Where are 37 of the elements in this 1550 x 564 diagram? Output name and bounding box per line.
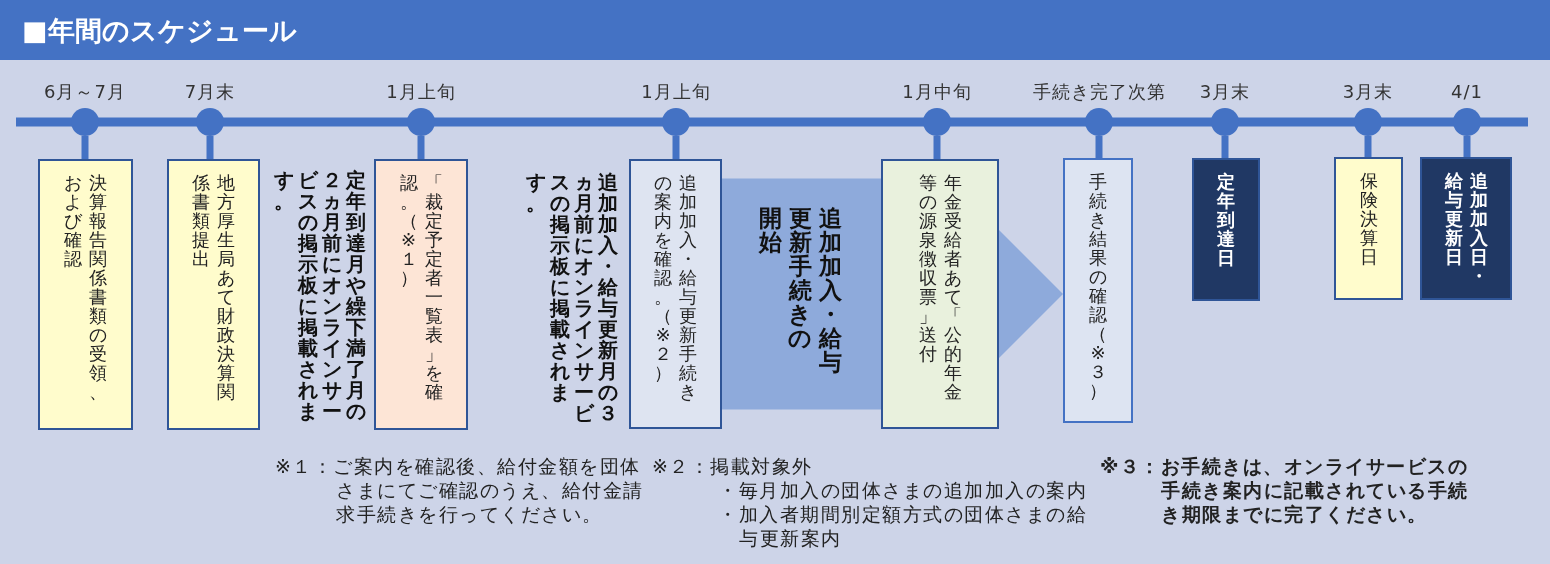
event-card: 決算報告関係書類の受領、および確認	[38, 159, 133, 430]
event-card: 追加加入日・給与更新日	[1420, 157, 1512, 300]
date-label: 手続き完了次第	[1032, 80, 1166, 104]
event-card: 追加加入・給与更新手続きの案内を確認。（※２）	[629, 159, 722, 429]
date-label: 7月末	[184, 80, 236, 104]
date-label: 1月上旬	[641, 80, 711, 104]
edge-label: 追加加入・給与更新手続きの開始	[758, 206, 842, 376]
title-banner: ■年間のスケジュール	[0, 0, 1550, 60]
date-label: 4/1	[1451, 80, 1483, 104]
note-text: 追加加入・給与更新月の３ヵ月前にオンラインサービスの掲示板に掲載されます。	[525, 172, 618, 426]
connector-line	[933, 136, 941, 159]
connector-line	[1221, 136, 1229, 158]
block-arrow	[999, 230, 1063, 358]
connector-line	[1463, 136, 1471, 157]
connector-line	[1095, 136, 1103, 158]
connector-line	[417, 136, 425, 159]
date-label: 1月中旬	[902, 80, 972, 104]
footnote-text: ※１：ご案内を確認後、給付金額を団体さまにてご確認のうえ、給付金請求手続きを行ってください。	[275, 454, 645, 526]
connector-line	[206, 136, 214, 159]
footnote-item: ・加入者期間別定額方式の団体さまの給与更新案内	[718, 502, 1088, 550]
connector-line	[672, 136, 680, 159]
event-card: 地方厚生局あて財政決算関係書類提出	[167, 159, 260, 430]
event-card: 手続き結果の確認（※３）	[1063, 158, 1133, 423]
event-card: 「裁定予定者一覧表」を確認。（※１）	[374, 159, 468, 430]
date-label: 6月～7月	[44, 80, 126, 104]
footnote-text: ※２：掲載対象外	[652, 454, 813, 478]
event-card: 定年到達日	[1192, 158, 1260, 301]
event-card: 保険決算日	[1334, 157, 1403, 300]
date-label: 1月上旬	[386, 80, 456, 104]
date-label: 3月末	[1199, 80, 1251, 104]
event-card: 年金受給者あて「公的年金等の源泉徴収票」送付	[881, 159, 999, 429]
footnote-item: ・毎月加入の団体さまの追加加入の案内	[718, 478, 1087, 502]
date-label: 3月末	[1342, 80, 1394, 104]
note-text: 定年到達月や繰下満了月の２ヵ月前にオンラインサービスの掲示板に掲載されます。	[273, 170, 366, 424]
footnote-text: ※３：お手続きは、オンライサービスの手続き案内に記載されている手続き期限までに完了ください。	[1100, 454, 1470, 526]
connector-line	[1364, 136, 1372, 157]
connector-line	[81, 136, 89, 159]
